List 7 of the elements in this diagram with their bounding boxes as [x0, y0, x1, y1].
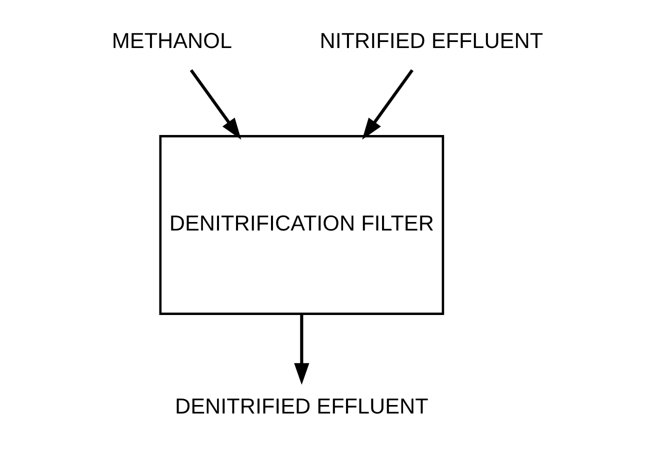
arrow [190, 69, 242, 140]
node-text: NITRIFIED EFFLUENT [320, 28, 544, 53]
node-text: DENITRIFIED EFFLUENT [175, 394, 428, 419]
arrow [362, 69, 414, 140]
node-text: METHANOL [112, 28, 232, 53]
node-box: DENITRIFICATION FILTER [159, 135, 444, 315]
arrow [294, 314, 310, 385]
